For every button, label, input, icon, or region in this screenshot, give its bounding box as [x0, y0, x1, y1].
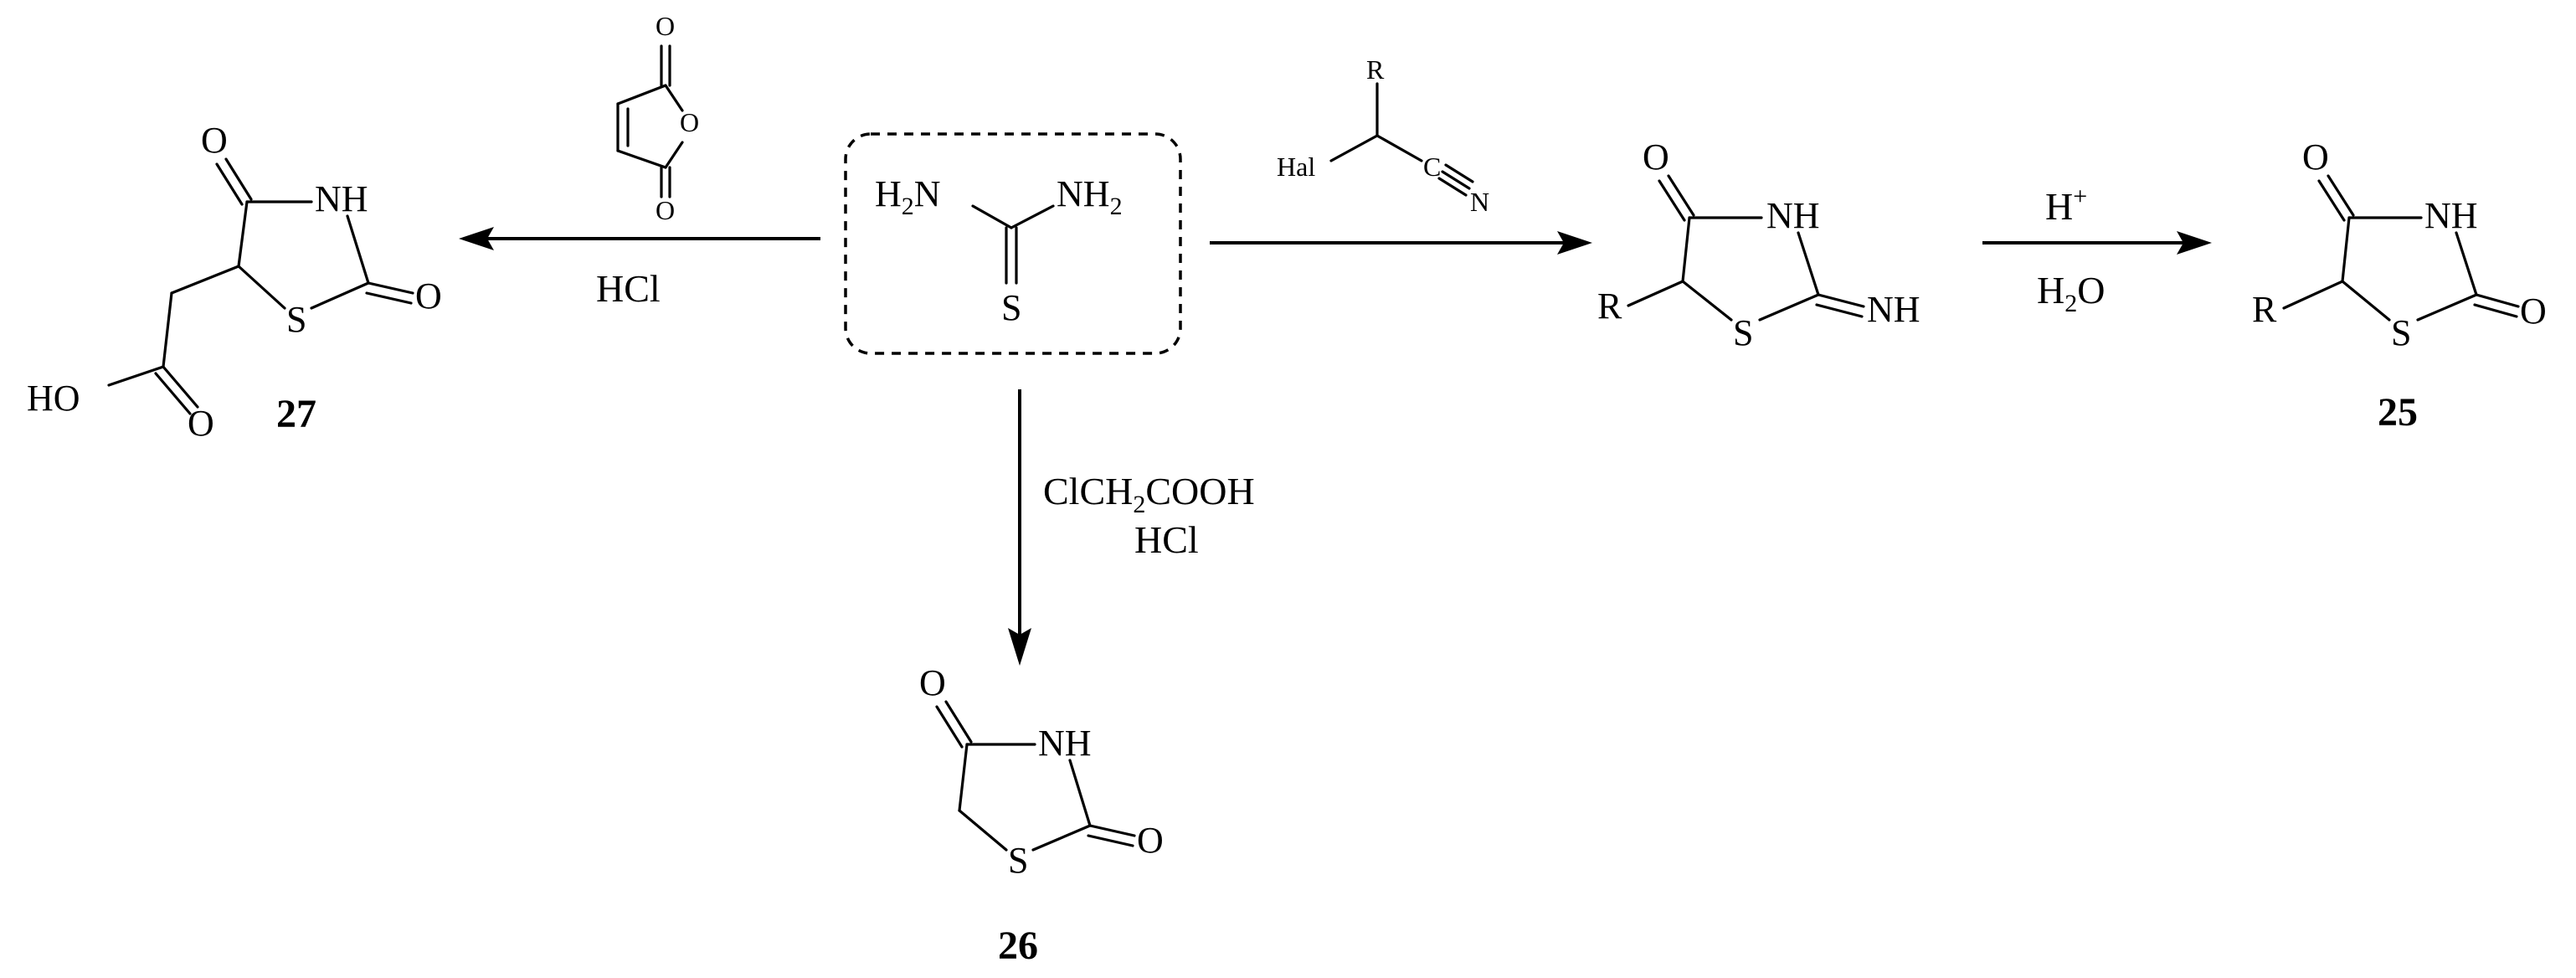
- condition-chloroacetic-acid: ClCH2COOH: [1043, 470, 1255, 518]
- c27-acid-o: O: [188, 403, 214, 444]
- condition-hcl-left: HCl: [596, 267, 661, 310]
- reactant-dashed-box: [844, 132, 1182, 355]
- iminothiazolidinone-structure: O NH S R NH: [1597, 136, 1920, 353]
- halonitrile-structure: R Hal C N: [1277, 54, 1489, 217]
- compound-25-structure: O NH S O R 25: [2252, 136, 2547, 435]
- imino-nh: NH: [1766, 195, 1820, 236]
- condition-hcl-down: HCl: [1134, 518, 1199, 561]
- compound-25-label: 25: [2378, 390, 2418, 435]
- arrow-right-2: [1982, 231, 2212, 255]
- c26-nh: NH: [1038, 723, 1092, 764]
- halonitrile-r: R: [1366, 54, 1385, 85]
- arrow-down: [1008, 389, 1031, 666]
- c25-s: S: [2391, 312, 2411, 353]
- maleic-o-top: O: [656, 11, 675, 41]
- c27-o2: O: [415, 275, 442, 317]
- arrow-left: [459, 227, 820, 250]
- imino-r: R: [1597, 286, 1622, 327]
- imino-s: S: [1733, 312, 1753, 353]
- thiourea-structure: H2N NH2 S: [844, 132, 1182, 355]
- halonitrile-n: N: [1470, 187, 1489, 217]
- maleic-anhydride-structure: O O O: [616, 11, 699, 225]
- thiourea-sulfur: S: [1001, 287, 1021, 328]
- c26-carbonyl-o: O: [919, 662, 946, 703]
- maleic-o-ring: O: [680, 107, 699, 137]
- c27-s: S: [286, 299, 306, 340]
- c25-carbonyl-o: O: [2302, 136, 2329, 178]
- c26-o2: O: [1137, 820, 1164, 861]
- compound-27-structure: O NH S O HO O 27: [27, 120, 442, 444]
- compound-26-label: 26: [998, 924, 1038, 968]
- thiourea-nh2-left: H2N: [875, 173, 941, 220]
- thiourea-nh2-right: NH2: [1057, 173, 1123, 220]
- halonitrile-hal: Hal: [1277, 152, 1315, 182]
- c25-nh: NH: [2424, 195, 2478, 236]
- imino-carbonyl-o: O: [1643, 136, 1669, 178]
- condition-acid: H+: [2045, 183, 2087, 228]
- c27-ho: HO: [27, 378, 80, 419]
- compound-26-structure: O NH S O 26: [919, 662, 1164, 968]
- imino-exo-nh: NH: [1867, 289, 1920, 330]
- maleic-o-bottom: O: [656, 195, 675, 225]
- arrow-right-1: [1210, 231, 1592, 255]
- c25-o2: O: [2520, 291, 2547, 332]
- compound-27-label: 27: [276, 392, 316, 436]
- c27-carbonyl-o: O: [201, 120, 228, 161]
- c26-s: S: [1008, 840, 1028, 881]
- halonitrile-c: C: [1423, 152, 1441, 182]
- condition-water: H2O: [2037, 269, 2105, 317]
- c27-nh: NH: [315, 178, 368, 219]
- c25-r: R: [2252, 289, 2277, 330]
